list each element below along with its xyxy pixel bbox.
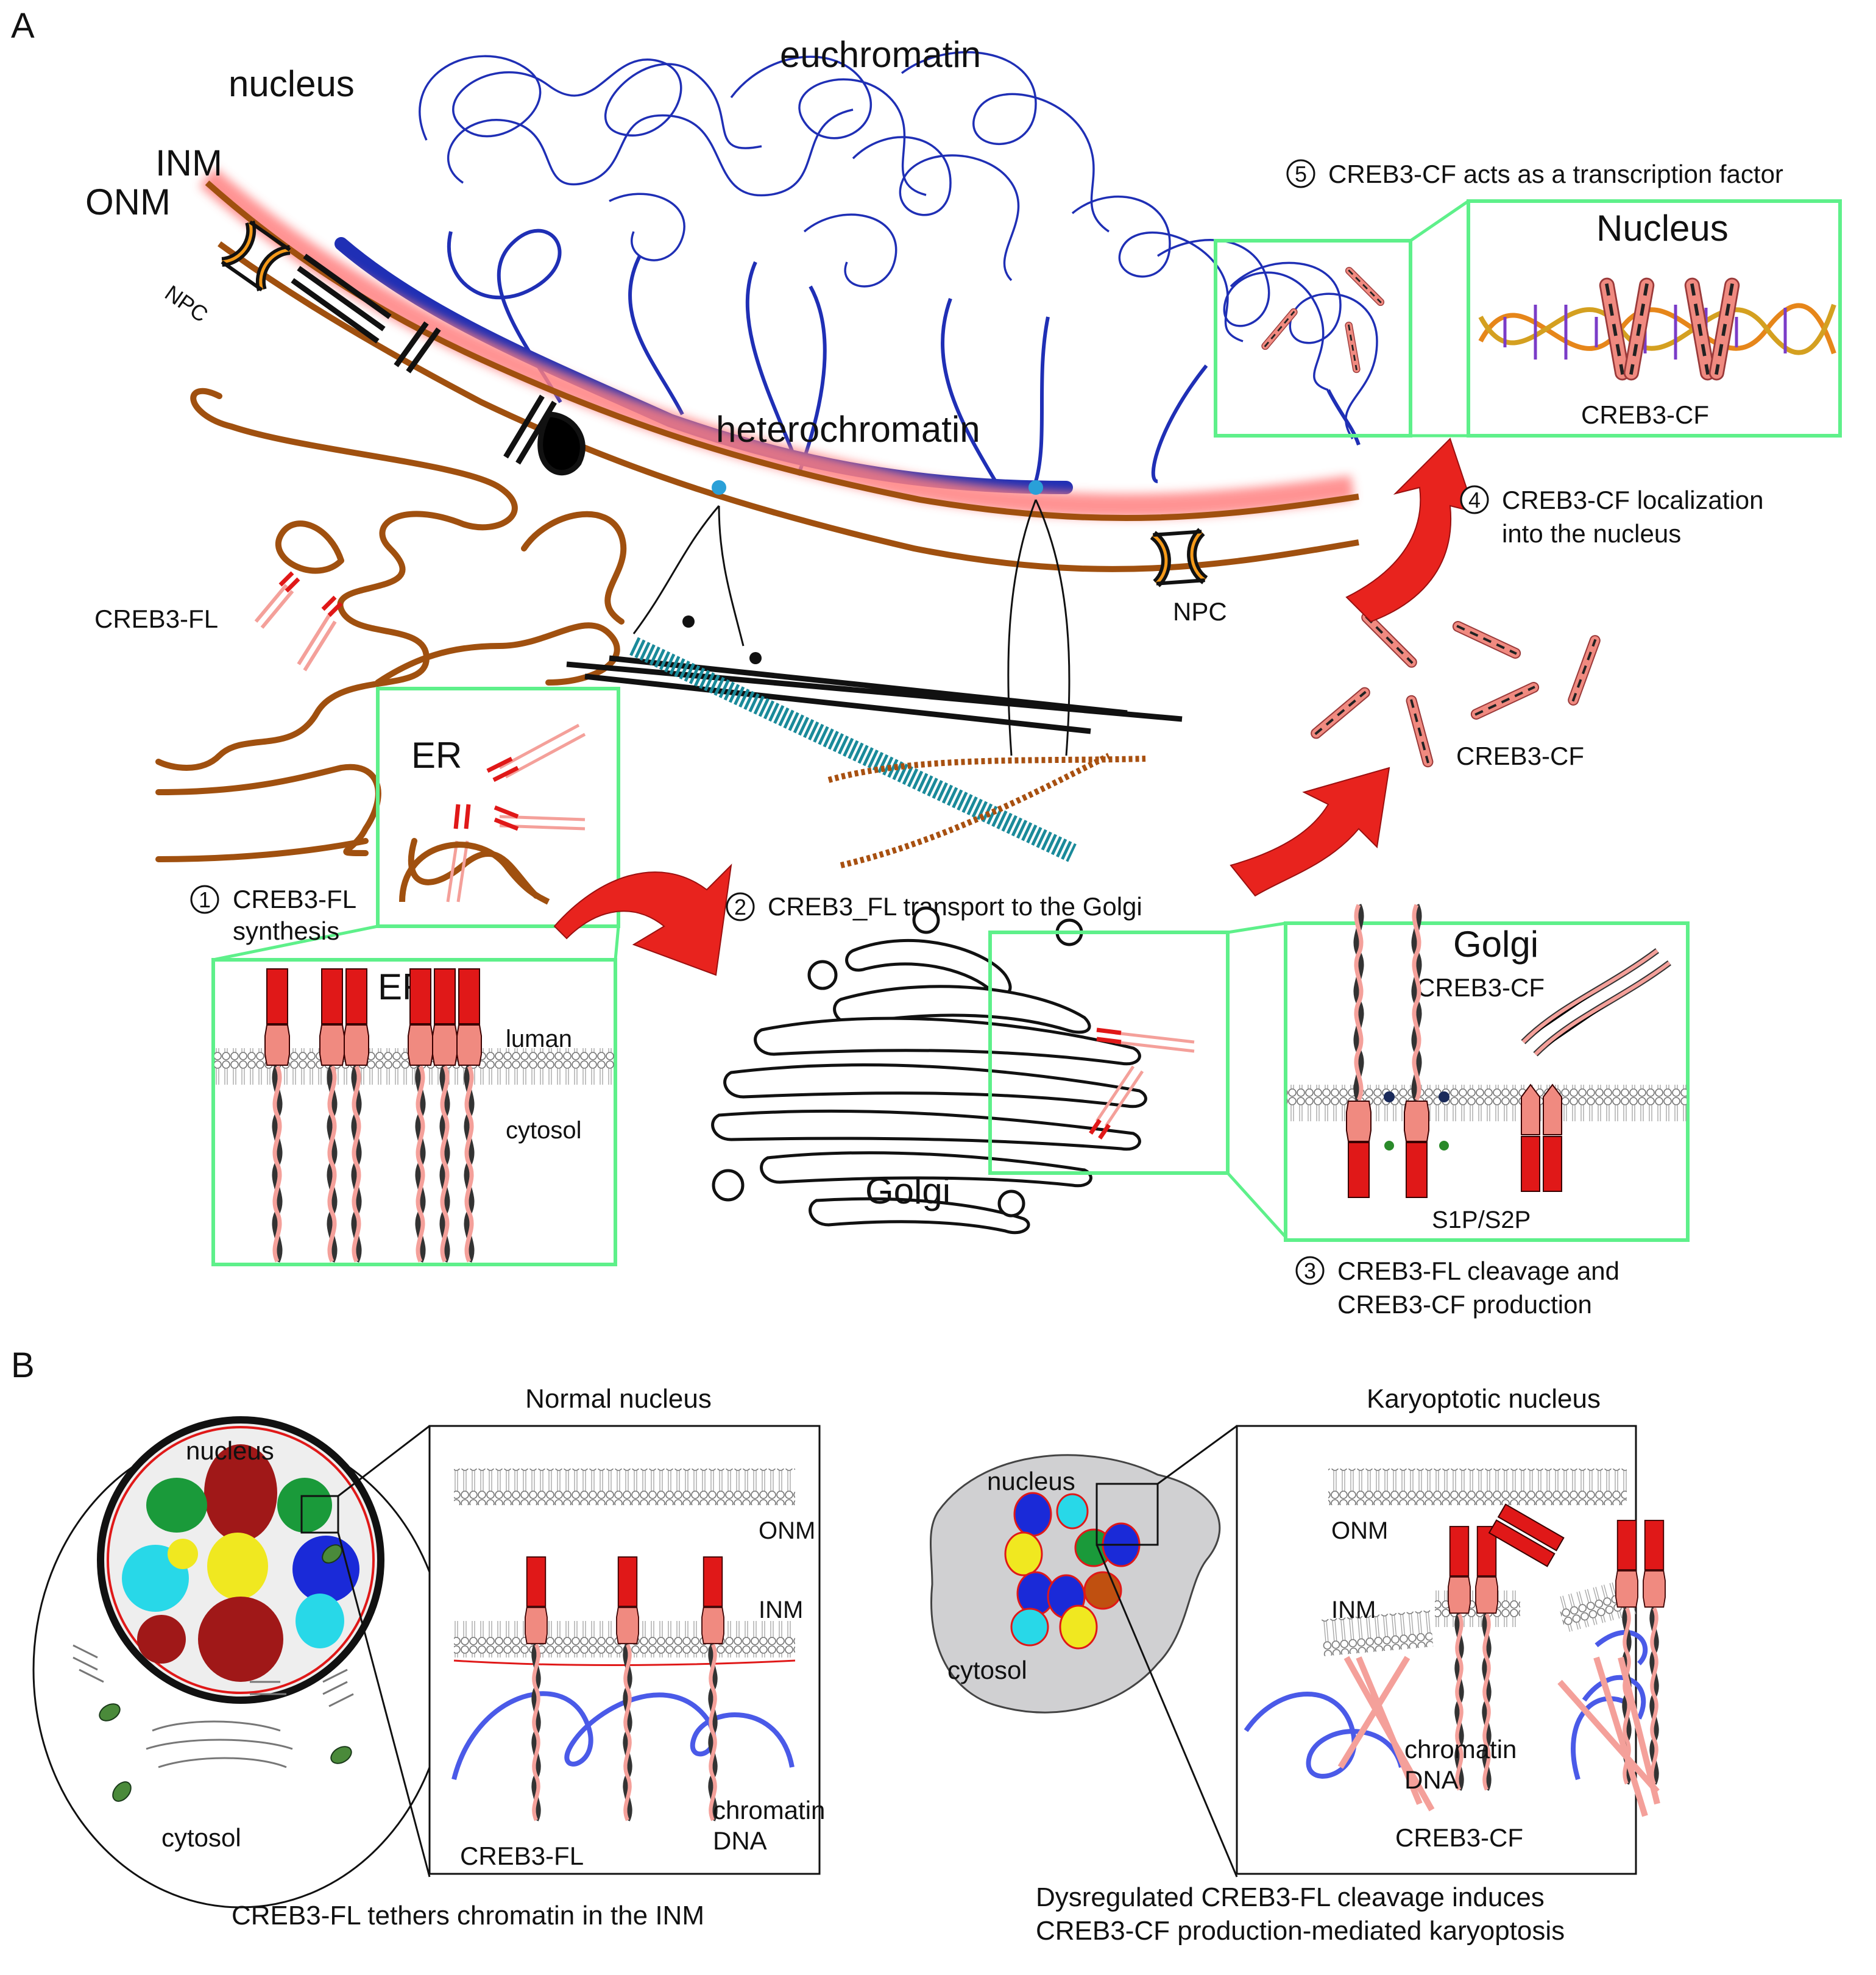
normal-onm-bilayer bbox=[454, 1469, 795, 1505]
er-zoom-region bbox=[376, 687, 620, 928]
karyoptotic-chromatin-line2: DNA bbox=[1404, 1765, 1459, 1794]
golgi-creb3-fl bbox=[1089, 1027, 1195, 1140]
nucleus-inset-title: Nucleus bbox=[1596, 208, 1729, 249]
normal-onm-label: ONM bbox=[759, 1517, 815, 1544]
karyoptotic-cell-nucleus-label: nucleus bbox=[987, 1467, 1075, 1495]
er-inset-luman: luman bbox=[506, 1026, 572, 1052]
karyoptotic-chromatin-line1: chromatin bbox=[1404, 1735, 1517, 1764]
step2-number: 2 bbox=[734, 895, 746, 920]
linker-complexes bbox=[291, 254, 586, 476]
golgi-inset-proteins bbox=[1347, 905, 1671, 1197]
karyoptotic-cell-cytosol-label: cytosol bbox=[947, 1656, 1027, 1684]
step3-arrow bbox=[1230, 767, 1390, 897]
inm-lamina-glow bbox=[199, 167, 1354, 519]
euchromatin-label: euchromatin bbox=[780, 34, 981, 75]
karyoptotic-inset-title: Karyoptotic nucleus bbox=[1367, 1384, 1601, 1414]
normal-chromatin bbox=[451, 1691, 795, 1780]
karyoptotic-creb3-cf-label: CREB3-CF bbox=[1395, 1823, 1523, 1852]
golgi-main-label: Golgi bbox=[865, 1171, 950, 1211]
er-zoom-proteins bbox=[399, 723, 586, 905]
actin-filament bbox=[827, 753, 1146, 868]
step4-arrow bbox=[1345, 438, 1476, 623]
step1-badge bbox=[190, 885, 219, 914]
step2-arrow bbox=[553, 863, 732, 976]
nucleus-zoom-region bbox=[1214, 239, 1412, 438]
inm-label: INM bbox=[155, 143, 222, 183]
golgi-stack bbox=[711, 906, 1147, 1235]
heterochromatin-label: heterochromatin bbox=[716, 409, 980, 450]
normal-cell-cytosol-label: cytosol bbox=[161, 1823, 241, 1852]
step3-badge bbox=[1295, 1256, 1325, 1285]
normal-caption: CREB3-FL tethers chromatin in the INM bbox=[232, 1901, 704, 1931]
normal-cell-organelles bbox=[73, 1644, 354, 1768]
step3-number: 3 bbox=[1304, 1258, 1316, 1283]
creb3-cf-cytosol-label: CREB3-CF bbox=[1456, 742, 1584, 770]
step3-text-line2: CREB3-CF production bbox=[1337, 1290, 1592, 1319]
step4-text-line2: into the nucleus bbox=[1502, 519, 1681, 548]
step4-number: 4 bbox=[1468, 488, 1481, 512]
step1-number: 1 bbox=[199, 887, 211, 912]
microtubule bbox=[629, 637, 1077, 862]
er-inset-cytosol: cytosol bbox=[506, 1117, 582, 1144]
karyoptotic-inm-fragment-left bbox=[1320, 1610, 1434, 1656]
normal-chromosome-territories bbox=[122, 1444, 359, 1682]
golgi-zoom-connector bbox=[1226, 921, 1287, 1238]
er-main-label: ER bbox=[411, 735, 462, 776]
step1-text-line2: synthesis bbox=[233, 917, 339, 945]
step1-text-line1: CREB3-FL bbox=[233, 885, 356, 913]
inner-nuclear-membrane bbox=[205, 180, 1359, 522]
npc-top-label: NPC bbox=[160, 280, 213, 327]
normal-chromatin-line1: chromatin bbox=[713, 1796, 825, 1824]
karyoptotic-zoom-connector bbox=[1096, 1425, 1238, 1877]
onm-label: ONM bbox=[85, 182, 171, 222]
nucleus-zoom-cf bbox=[1259, 264, 1387, 374]
golgi-inset-title: Golgi bbox=[1453, 924, 1538, 965]
karyoptotic-inm-label: INM bbox=[1331, 1597, 1376, 1623]
cytoskeleton bbox=[566, 480, 1183, 868]
npc-right-label: NPC bbox=[1173, 597, 1227, 626]
karyoptotic-caption-line2: CREB3-CF production-mediated karyoptosis bbox=[1036, 1916, 1565, 1946]
normal-chromatin-line2: DNA bbox=[713, 1826, 767, 1855]
er-network bbox=[155, 388, 627, 899]
step4-text-line1: CREB3-CF localization bbox=[1502, 486, 1763, 514]
golgi-zoom-region bbox=[988, 931, 1230, 1175]
creb3-fl-label: CREB3-FL bbox=[94, 605, 218, 633]
intermediate-filaments bbox=[566, 655, 1183, 734]
step4-badge bbox=[1460, 485, 1489, 514]
karyoptotic-zoom-region bbox=[1096, 1483, 1159, 1546]
golgi-inset-protease: S1P/S2P bbox=[1432, 1207, 1531, 1233]
normal-inset-title: Normal nucleus bbox=[525, 1384, 712, 1414]
normal-cell-mitochondria bbox=[99, 1544, 352, 1802]
step3-text-line1: CREB3-FL cleavage and bbox=[1337, 1257, 1619, 1285]
karyoptotic-onm-bilayer bbox=[1328, 1469, 1627, 1505]
step2-text: CREB3_FL transport to the Golgi bbox=[768, 892, 1142, 921]
normal-cell-nucleus-label: nucleus bbox=[186, 1436, 274, 1465]
nucleus-inset-creb3-cf: CREB3-CF bbox=[1581, 400, 1709, 429]
golgi-inset-creb3-cf: CREB3-CF bbox=[1417, 973, 1545, 1002]
step2-badge bbox=[726, 892, 755, 921]
dna-double-helix bbox=[1478, 303, 1836, 360]
step5-number: 5 bbox=[1295, 161, 1307, 186]
normal-zoom-connector bbox=[337, 1425, 431, 1877]
euchromatin-fibers bbox=[419, 51, 1378, 439]
normal-zoom-region bbox=[300, 1495, 339, 1534]
step5-text: CREB3-CF acts as a transcription factor bbox=[1328, 160, 1783, 188]
karyoptotic-proteins bbox=[1337, 1503, 1665, 1817]
creb3-fl-er-proteins bbox=[254, 571, 343, 672]
npc-right bbox=[1153, 531, 1205, 583]
heterochromatin-band bbox=[334, 237, 1073, 494]
nucleus-label: nucleus bbox=[228, 63, 355, 104]
karyoptotic-onm-label: ONM bbox=[1331, 1517, 1388, 1544]
karyoptotic-caption-line1: Dysregulated CREB3-FL cleavage induces bbox=[1036, 1882, 1545, 1912]
panel-b-letter: B bbox=[11, 1346, 35, 1385]
normal-inm-label: INM bbox=[759, 1597, 803, 1623]
er-zoom-connector bbox=[213, 924, 620, 962]
step5-badge bbox=[1286, 159, 1315, 188]
normal-creb3-fl-label: CREB3-FL bbox=[460, 1842, 584, 1870]
nucleus-zoom-connector bbox=[1409, 199, 1470, 438]
panel-a-letter: A bbox=[11, 6, 35, 46]
